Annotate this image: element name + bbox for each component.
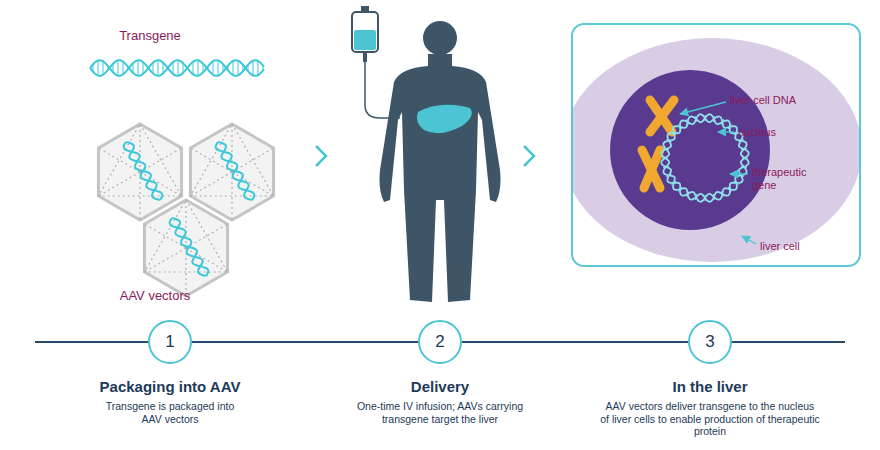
step-description: Transgene is packaged into AAV vectors xyxy=(95,400,245,425)
callout-label: liver cell DNA xyxy=(730,94,796,107)
step-number: 3 xyxy=(688,320,732,364)
chevron xyxy=(524,146,534,166)
callout-label: nucleus xyxy=(738,126,776,139)
step-heading: In the liver xyxy=(590,378,830,395)
timeline-connector xyxy=(462,341,688,343)
timeline-line xyxy=(35,341,150,343)
chromosome xyxy=(642,100,674,188)
timeline-line xyxy=(730,341,845,343)
step-node: 3 In the liverAAV vectors deliver transge… xyxy=(590,320,830,438)
callout-label: therapeutic gene xyxy=(752,166,822,192)
step-number: 1 xyxy=(148,320,192,364)
step-description: AAV vectors deliver transgene to the nuc… xyxy=(600,400,820,438)
therapeutic-gene-plasmid xyxy=(661,114,748,201)
step-node: 2DeliveryOne-time IV infusion; AAVs carr… xyxy=(330,320,550,425)
dna-helix xyxy=(90,60,264,76)
aav-capsids xyxy=(98,124,273,296)
chevron xyxy=(316,146,326,166)
timeline-connector xyxy=(192,341,418,343)
figure-label: AAV vectors xyxy=(120,288,191,304)
callout-label: liver cell xyxy=(760,240,800,253)
step-description: One-time IV infusion; AAVs carrying tran… xyxy=(345,400,535,425)
step-heading: Delivery xyxy=(330,378,550,395)
leader-line xyxy=(680,102,756,244)
cell-panel xyxy=(562,24,862,266)
figure-label: Transgene xyxy=(119,28,181,44)
step-node: 1Packaging into AAV Transgene is packaged… xyxy=(60,320,280,425)
liver-cell xyxy=(572,38,860,262)
liver xyxy=(417,105,472,133)
step-number: 2 xyxy=(418,320,462,364)
step-heading: Packaging into AAV xyxy=(60,378,280,395)
human-silhouette xyxy=(380,21,501,302)
